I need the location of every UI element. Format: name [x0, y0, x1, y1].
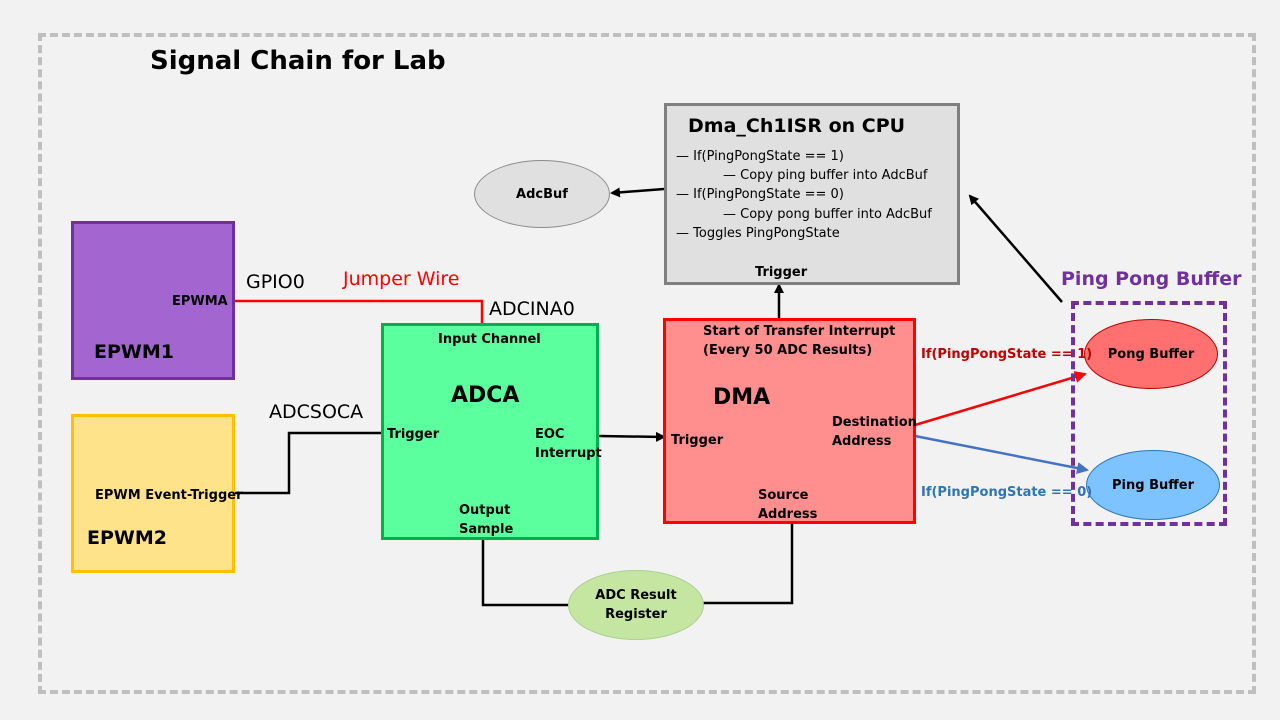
epwm2-block: EPWM Event-Trigger EPWM2: [71, 414, 242, 573]
adca-eoc-label: EOC: [535, 427, 565, 442]
dma-block: Start of Transfer Interrupt (Every 50 AD…: [663, 318, 917, 524]
pong-buffer-node: Pong Buffer: [1084, 319, 1218, 389]
isr-step-4: — Copy pong buffer into AdcBuf: [723, 207, 932, 222]
adca-label: ADCA: [451, 383, 520, 408]
adcsoca-label: ADCSOCA: [269, 401, 364, 423]
ping-pong-buffer-title: Ping Pong Buffer: [1061, 268, 1242, 290]
pingpong-state-0-label: If(PingPongState == 0): [921, 485, 1093, 500]
jumper-wire: [234, 299, 484, 323]
diagram-frame: [38, 33, 1256, 694]
diagram-title: Signal Chain for Lab: [150, 46, 446, 76]
adc-result-register-node: ADC Result Register: [568, 570, 704, 640]
epwma-port-label: EPWMA: [172, 294, 228, 309]
adcina0-label: ADCINA0: [489, 298, 575, 320]
epwm1-label: EPWM1: [94, 341, 174, 363]
isr-to-adcbuf-arrow: [610, 187, 665, 198]
adca-sample-label: Sample: [459, 522, 514, 537]
adca-input-channel-label: Input Channel: [438, 332, 541, 347]
dest-to-pong-arrow: [914, 371, 1087, 427]
output-to-result-wire: [481, 540, 570, 607]
eoc-to-dma-arrow: [598, 431, 666, 442]
dma-sot-interval-label: (Every 50 ADC Results): [703, 343, 873, 358]
isr-step-1: — If(PingPongState == 1): [676, 149, 844, 164]
result-register-line2: Register: [605, 607, 667, 622]
dma-source-address-label: Address: [758, 507, 818, 522]
dma-source-label: Source: [758, 488, 809, 503]
pingpong-to-isr-arrow: [968, 194, 1063, 303]
adca-block: Input Channel ADCA Trigger EOC Interrupt…: [381, 323, 602, 540]
adca-eoc-interrupt-label: Interrupt: [535, 446, 602, 461]
isr-title: Dma_Ch1ISR on CPU: [688, 115, 906, 137]
ping-pong-buffer-group: [1071, 301, 1227, 526]
gpio0-label: GPIO0: [246, 271, 305, 293]
dma-trigger-label: Trigger: [671, 433, 724, 448]
epwm2-label: EPWM2: [87, 527, 167, 549]
result-to-source-wire: [702, 524, 794, 605]
jumper-wire-label: Jumper Wire: [343, 268, 460, 290]
dma-sot-label: Start of Transfer Interrupt: [703, 324, 896, 339]
ping-buffer-node: Ping Buffer: [1086, 450, 1220, 520]
epwm-event-trigger-port-label: EPWM Event-Trigger: [95, 488, 243, 503]
dma-label: DMA: [713, 385, 771, 410]
isr-step-2: — Copy ping buffer into AdcBuf: [723, 168, 928, 183]
isr-trigger-label: Trigger: [755, 265, 808, 280]
dma-destination-address-label: Address: [832, 434, 892, 449]
isr-block: Dma_Ch1ISR on CPU — If(PingPongState == …: [664, 103, 960, 285]
adca-output-label: Output: [459, 503, 511, 518]
dest-to-ping-arrow: [914, 434, 1089, 474]
adcsoca-wire: [234, 431, 382, 495]
result-register-line1: ADC Result: [595, 588, 677, 603]
adcbuf-node: AdcBuf: [474, 160, 610, 228]
adca-trigger-label: Trigger: [387, 427, 440, 442]
pingpong-state-1-label: If(PingPongState == 1): [921, 347, 1093, 362]
isr-step-5: — Toggles PingPongState: [676, 226, 840, 241]
dma-destination-label: Destination: [832, 415, 917, 430]
epwm1-block: EPWMA EPWM1: [71, 221, 235, 380]
isr-step-3: — If(PingPongState == 0): [676, 187, 844, 202]
